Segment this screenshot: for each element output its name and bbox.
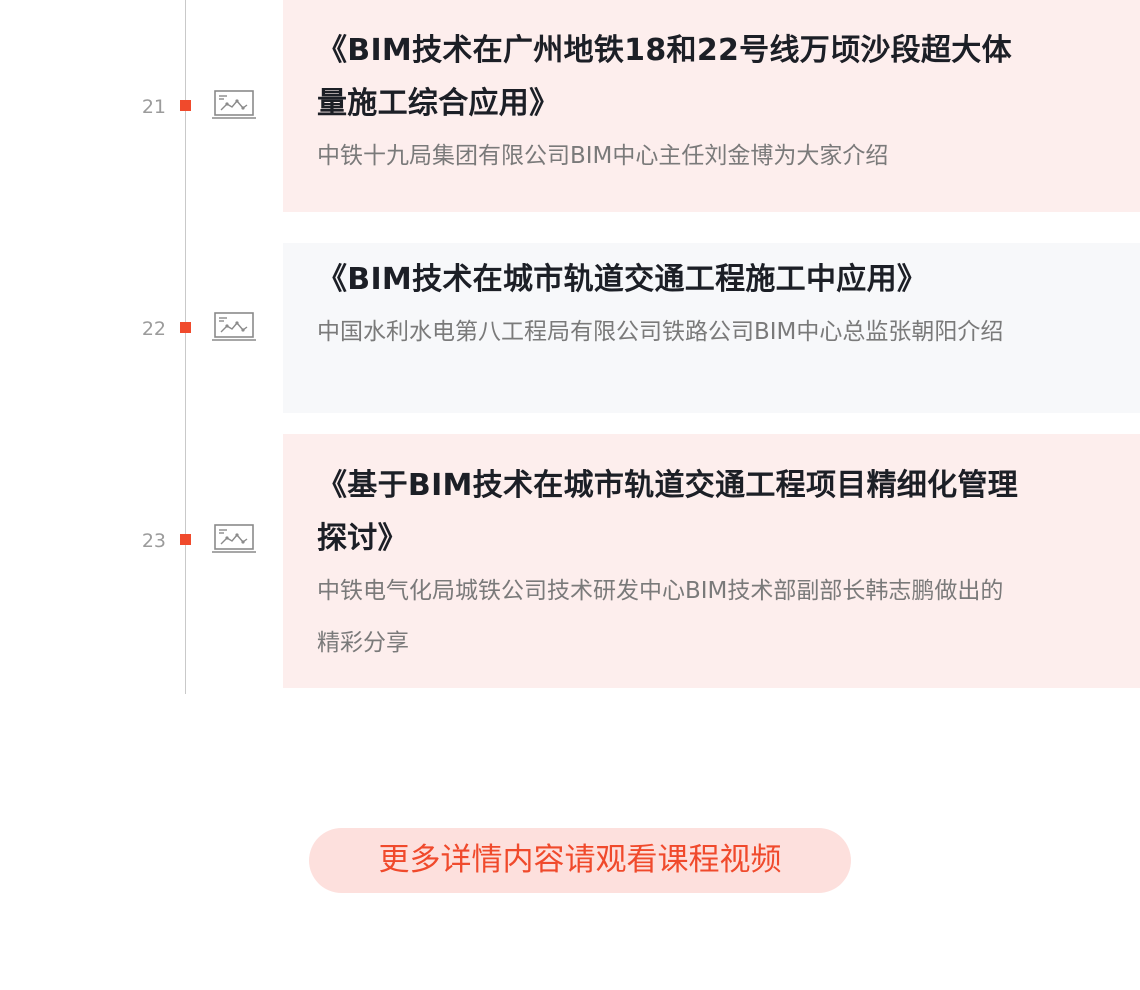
timeline-dot bbox=[180, 100, 191, 111]
entry-card: 《BIM技术在城市轨道交通工程施工中应用》 中国水利水电第八工程局有限公司铁路公… bbox=[283, 243, 1140, 413]
timeline-dot bbox=[180, 322, 191, 333]
entry-title: 《BIM技术在城市轨道交通工程施工中应用》 bbox=[317, 262, 928, 297]
entry-number: 22 bbox=[141, 318, 166, 340]
entry-description: 中铁十九局集团有限公司BIM中心主任刘金博为大家介绍 bbox=[317, 143, 889, 169]
entry-title: 《基于BIM技术在城市轨道交通工程项目精细化管理探讨》 bbox=[317, 468, 1019, 556]
entry-description: 中铁电气化局城铁公司技术研发中心BIM技术部副部长韩志鹏做出的精彩分享 bbox=[317, 578, 1004, 656]
laptop-chart-icon bbox=[212, 312, 256, 341]
timeline-dot bbox=[180, 534, 191, 545]
laptop-chart-icon bbox=[212, 524, 256, 553]
entry-description: 中国水利水电第八工程局有限公司铁路公司BIM中心总监张朝阳介绍 bbox=[317, 319, 1004, 345]
timeline-line bbox=[185, 0, 186, 694]
entry-card: 《基于BIM技术在城市轨道交通工程项目精细化管理探讨》 中铁电气化局城铁公司技术… bbox=[283, 434, 1140, 688]
entry-title: 《BIM技术在广州地铁18和22号线万顷沙段超大体量施工综合应用》 bbox=[317, 33, 1012, 121]
entry-number: 21 bbox=[141, 96, 166, 118]
entry-card: 《BIM技术在广州地铁18和22号线万顷沙段超大体量施工综合应用》 中铁十九局集… bbox=[283, 0, 1140, 212]
laptop-chart-icon bbox=[212, 90, 256, 119]
entry-number: 23 bbox=[141, 530, 166, 552]
view-course-video-button[interactable]: 更多详情内容请观看课程视频 bbox=[309, 828, 851, 893]
